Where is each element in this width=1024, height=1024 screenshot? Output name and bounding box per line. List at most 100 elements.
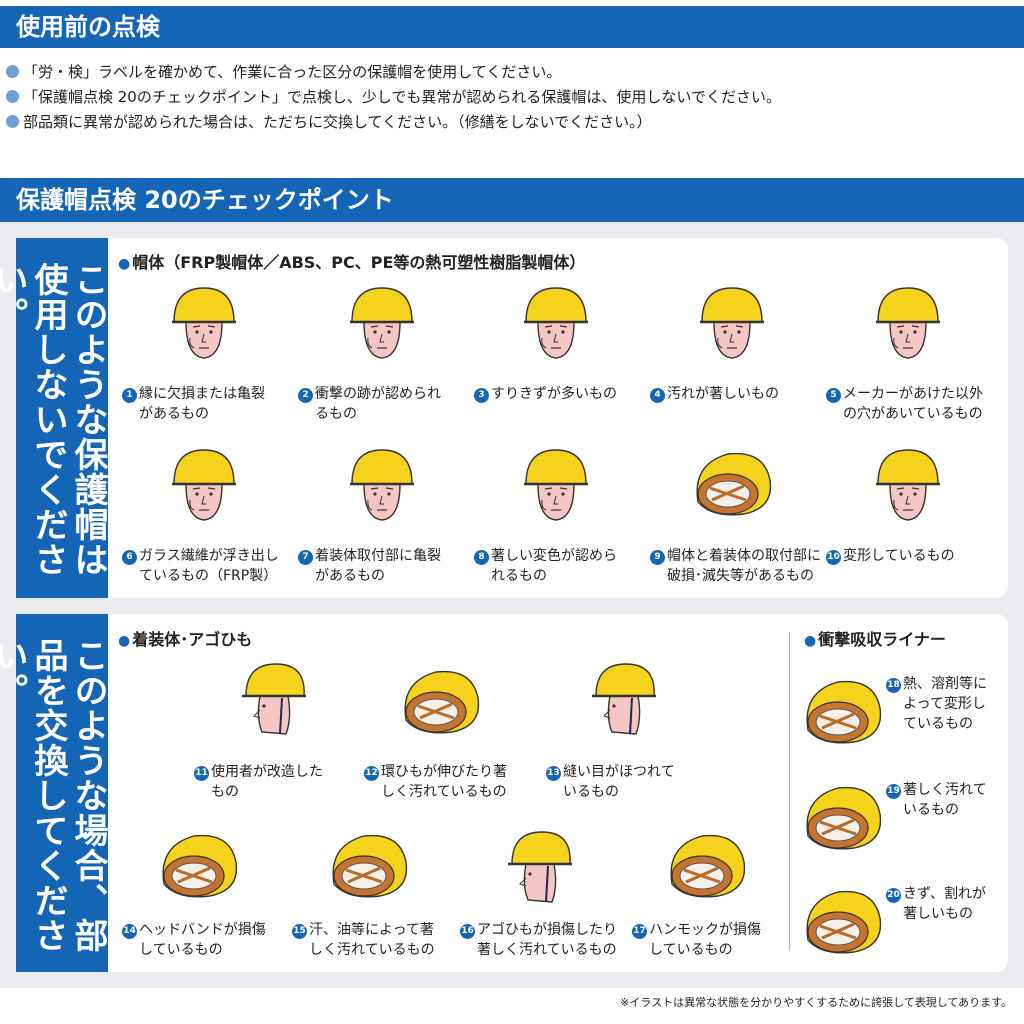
checkpoint-text: があるもの [139,406,209,422]
divider [789,632,790,950]
checkpoint-number-badge: 19 [886,784,901,799]
checkpoint-text: 着装体取付部に亀裂 [315,548,441,564]
checkpoint-text: すりきずが多いもの [491,386,617,402]
checkpoint-text: 使用者が改造した [211,764,323,780]
checkpoint-text: 汗、油等によって著 [309,922,434,938]
checkpoint-text: しく汚れているもの [381,784,507,800]
checkpoint-text: 破損･滅失等があるもの [667,568,814,584]
helmet-inside-illustration [800,672,884,752]
section-header-pre-use-inspection: 使用前の点検 [0,6,1024,48]
checkpoint-text: 帽体と着装体の取付部に [667,548,821,564]
checkpoint-number-badge: 11 [194,766,209,781]
side-label-replace-parts: このような場合、部品を交換してください。 [0,614,108,972]
helmet-wearer-illustration [866,444,950,532]
checkpoint-number-badge: 6 [122,550,137,565]
helmet-inside-illustration [326,826,410,906]
checkpoint-text: 衝撃の跡が認められ [315,386,441,402]
section-bullet-icon: ● [118,633,131,649]
checkpoint-number-badge: 9 [650,550,665,565]
checkpoint-text: よって変形し [903,696,986,712]
checkpoint-text: しているもの [649,942,733,958]
checkpoint-number-badge: 4 [650,388,665,403]
checkpoint-number-badge: 1 [122,388,137,403]
side-label-do-not-use: このような保護帽は使用しないでください。 [0,238,108,598]
helmet-inside-illustration [800,778,884,858]
section-bullet-icon: ● [118,256,131,272]
footnote: ※イラストは異常な状態を分かりやすくするために誇張して表現してあります。 [620,996,1012,1009]
checkpoint-number-badge: 10 [826,550,841,565]
checkpoint-text: るもの [315,406,357,422]
section-title-liner: ●衝撃吸収ライナー [804,630,946,649]
checkpoint-number-badge: 8 [474,550,489,565]
section-header-checkpoints: 保護帽点検 20のチェックポイント [0,178,1024,222]
checkpoint-text: いるもの [903,802,959,818]
helmet-wearer-illustration [514,282,598,370]
helmet-inside-illustration [664,826,748,906]
checkpoint-text: 熱、溶剤等に [903,676,987,692]
checkpoint-text: 環ひもが伸びたり著 [381,764,507,780]
checkpoint-number-badge: 7 [298,550,313,565]
checkpoint-text: 著しく汚れて [903,782,987,798]
checkpoint-text: 著しく汚れているもの [477,942,617,958]
intro-item: 部品類に異常が認められた場合は、ただちに交換してください。（修繕をしないでくださ… [6,110,1016,135]
section-title-suspension: ●着装体･アゴひも [118,630,253,649]
checkpoint-text: いるもの [563,784,619,800]
helmet-wearer-illustration [340,282,424,370]
checkpoint-text: 著しい変色が認めら [491,548,617,564]
checkpoint-text: れるもの [491,568,547,584]
checkpoint-text: 縁に欠損または亀裂 [139,386,265,402]
checkpoint-number-badge: 13 [546,766,561,781]
checkpoint-text: アゴひもが損傷したり [477,922,617,938]
section-bullet-icon: ● [804,633,817,649]
checkpoint-text: 変形しているもの [843,548,955,564]
helmet-wearer-illustration [866,282,950,370]
checkpoint-text: ヘッドバンドが損傷 [139,922,266,938]
checkpoint-number-badge: 17 [632,924,647,939]
checkpoint-text: 縫い目がほつれて [563,764,675,780]
checkpoint-number-badge: 20 [886,888,901,903]
helmet-wearer-illustration [162,444,246,532]
checkpoint-number-badge: 3 [474,388,489,403]
checkpoint-text: ハンモックが損傷 [649,922,761,938]
checkpoint-number-badge: 15 [292,924,307,939]
checkpoint-text: の穴があいているもの [843,406,983,422]
helmet-inside-illustration [800,882,884,962]
helmet-wearer-illustration [496,826,580,914]
checkpoint-text: 著しいもの [903,906,973,922]
checkpoint-text: 汚れが著しいもの [667,386,779,402]
helmet-inside-illustration [156,826,240,906]
checkpoint-number-badge: 12 [364,766,379,781]
helmet-wearer-illustration [340,444,424,532]
checkpoint-number-badge: 18 [886,678,901,693]
checkpoint-text: しく汚れているもの [309,942,435,958]
intro-item: 「労・検」ラベルを確かめて、作業に合った区分の保護帽を使用してください。 [6,60,1016,85]
bullet-icon [6,90,19,103]
checkpoint-text: きず、割れが [903,886,987,902]
checkpoint-text: があるもの [315,568,385,584]
helmet-wearer-illustration [690,282,774,370]
bullet-icon [6,115,19,128]
helmet-inside-illustration [398,662,482,742]
checkpoint-number-badge: 16 [460,924,475,939]
checkpoint-text: ガラス繊維が浮き出し [139,548,279,564]
intro-list: 「労・検」ラベルを確かめて、作業に合った区分の保護帽を使用してください。 「保護… [6,60,1016,135]
bullet-icon [6,65,19,78]
checkpoint-text: もの [211,784,239,800]
